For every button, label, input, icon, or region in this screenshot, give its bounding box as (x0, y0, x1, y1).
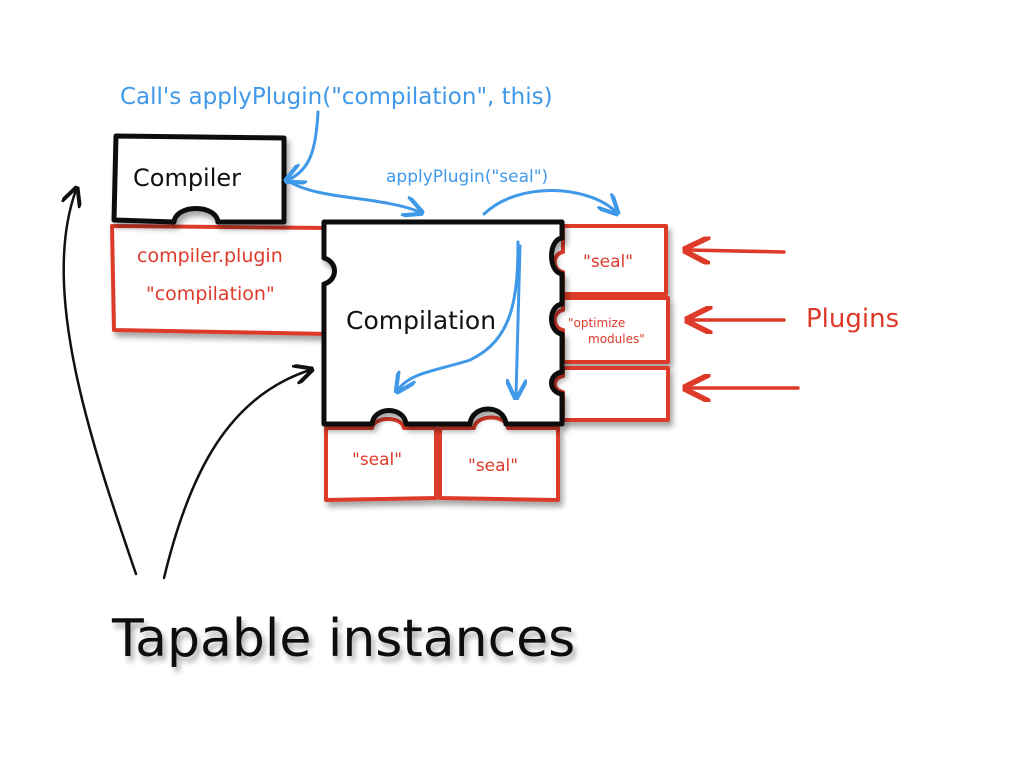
call-annotation: Call's applyPlugin("compilation", this) (120, 84, 553, 110)
seal-down-arrow-2 (516, 244, 520, 396)
seal-call-arrow (482, 189, 616, 214)
compiler-to-compilation-arrow (288, 180, 420, 212)
side-seal-label: "seal" (583, 252, 633, 272)
seal-call-annotation: applyPlugin("seal") (386, 167, 548, 187)
compiler-block (111, 133, 287, 225)
compilation-plugin-box (110, 224, 341, 336)
title-to-compiler-arrow (64, 190, 138, 576)
compiler-plugin-line1: compiler.plugin (137, 245, 283, 267)
empty-plugin-box (552, 366, 670, 422)
call-to-compiler-arrow (288, 110, 320, 180)
optimize-modules-plugin-box (552, 296, 670, 364)
bottom-seal-label-1: "seal" (352, 450, 402, 470)
plugin-arrow-1 (688, 250, 786, 252)
title-to-compilation-arrow (162, 370, 310, 580)
compiler-plugin-line2: "compilation" (146, 283, 275, 305)
seal-down-arrow-1 (398, 240, 520, 390)
compiler-label: Compiler (133, 164, 241, 192)
bottom-seal-label-2: "seal" (468, 456, 518, 476)
optimize-label-line1: "optimize (568, 316, 625, 330)
compilation-block (321, 219, 565, 427)
compilation-label: Compilation (346, 306, 496, 335)
optimize-label-line2: modules" (588, 332, 645, 346)
plugins-label: Plugins (806, 304, 899, 334)
bottom-seal-plugin-box-2 (438, 415, 560, 502)
title-label: Tapable instances (111, 609, 575, 669)
